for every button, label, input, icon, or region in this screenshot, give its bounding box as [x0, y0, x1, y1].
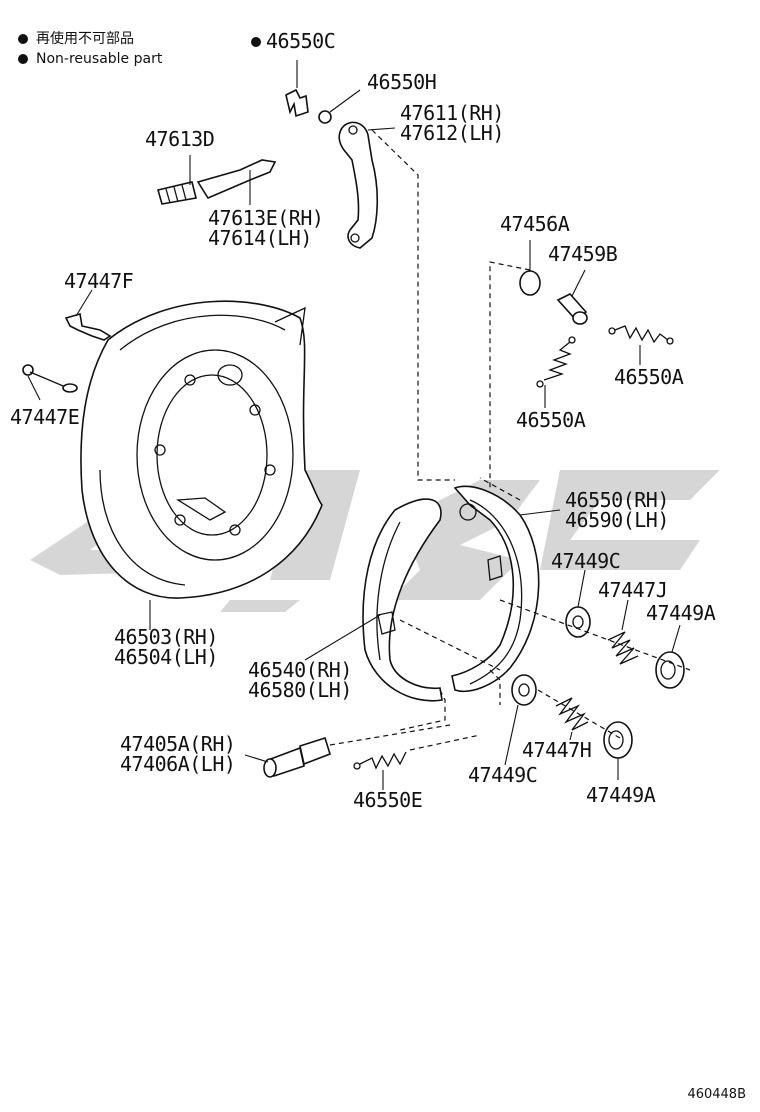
label-47613E: 47613E(RH)	[208, 206, 323, 230]
label-46503: 46503(RH)	[114, 625, 218, 649]
label-47447F: 47447F	[64, 269, 133, 293]
backing-plate	[80, 300, 323, 599]
clip-46550C	[285, 88, 309, 118]
label-47449C-top: 47449C	[551, 549, 620, 573]
label-46550A-top: 46550A	[614, 365, 684, 389]
spring-46550A-mid	[536, 336, 576, 388]
part-labels: 46550C 46550H 47611(RH) 47612(LH) 47613D…	[10, 29, 716, 812]
label-47447J: 47447J	[598, 578, 667, 602]
clip-47447F	[64, 312, 112, 341]
label-47456A: 47456A	[500, 212, 570, 236]
legend-text-jp: 再使用不可部品	[36, 31, 134, 47]
label-46580: 46580(LH)	[248, 678, 352, 702]
legend-non-reusable-jp: 再使用不可部品	[18, 30, 134, 48]
label-47614: 47614(LH)	[208, 226, 312, 250]
label-46540: 46540(RH)	[248, 658, 352, 682]
label-47459B: 47459B	[548, 242, 618, 266]
label-47613D: 47613D	[145, 127, 214, 151]
label-47447H: 47447H	[522, 738, 591, 762]
spring-47447J	[607, 631, 639, 665]
bullet-icon	[18, 54, 28, 64]
lever-47611	[338, 121, 379, 249]
adjuster-47613E	[196, 159, 277, 200]
washer-46550H	[318, 110, 332, 124]
pin-47459B	[556, 293, 588, 325]
washer-47456A	[519, 270, 541, 296]
retainer-47449C-top	[565, 606, 591, 638]
diagram-code: 460448B	[687, 1087, 746, 1102]
non-reusable-marker	[251, 37, 261, 47]
brake-shoe-46550	[451, 485, 540, 692]
label-47406A: 47406A(LH)	[120, 752, 235, 776]
label-47449A-bot: 47449A	[586, 783, 656, 807]
brake-shoe-46540	[362, 498, 443, 702]
label-46590: 46590(LH)	[565, 508, 669, 532]
spring-47613D	[157, 181, 197, 205]
spring-46550A-top	[608, 325, 674, 345]
dashed-guides	[329, 129, 691, 751]
retainer-47449C-bot	[511, 674, 537, 706]
bullet-icon	[18, 34, 28, 44]
spring-47447H	[555, 697, 589, 731]
label-46550E: 46550E	[353, 788, 422, 812]
cup-47449A-top	[655, 651, 685, 689]
legend-text-en: Non-reusable part	[36, 51, 163, 67]
label-46550H: 46550H	[367, 70, 436, 94]
legend-non-reusable-en: Non-reusable part	[18, 50, 162, 68]
label-47449C-bot: 47449C	[468, 763, 537, 787]
label-46504: 46504(LH)	[114, 645, 218, 669]
spring-46550E	[353, 751, 407, 770]
cup-47449A-bot	[603, 721, 633, 759]
label-47612: 47612(LH)	[400, 121, 504, 145]
label-47611: 47611(RH)	[400, 101, 504, 125]
adjuster-bolt-47405A	[263, 736, 331, 778]
label-46550C: 46550C	[266, 29, 335, 53]
label-47447E: 47447E	[10, 405, 79, 429]
label-47405A: 47405A(RH)	[120, 732, 235, 756]
pin-47447E	[22, 364, 78, 393]
label-46550: 46550(RH)	[565, 488, 669, 512]
leader-lines	[27, 170, 681, 790]
label-47449A-top: 47449A	[646, 601, 716, 625]
label-46550A-mid: 46550A	[516, 408, 586, 432]
